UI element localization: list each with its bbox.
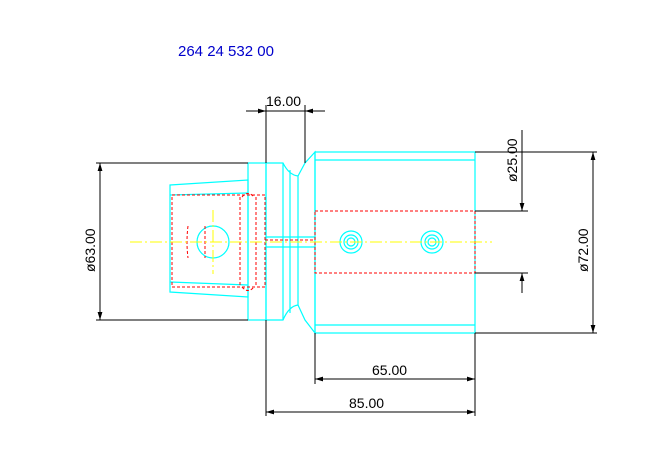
dim-85: 85.00	[349, 395, 384, 411]
hidden-nose-cavity	[171, 194, 266, 288]
dim-outer-diameter: ø72.00	[575, 228, 591, 272]
part-number: 264 24 532 00	[178, 43, 274, 60]
dimension-lines	[96, 105, 597, 416]
dim-shank-diameter: ø63.00	[82, 228, 98, 272]
dim-16: 16.00	[266, 93, 301, 109]
hidden-lines	[171, 193, 476, 291]
center-lines	[130, 210, 492, 274]
tapered-nose	[169, 179, 249, 298]
dim-65: 65.00	[372, 362, 407, 378]
dim-bore-diameter: ø25.00	[504, 138, 520, 182]
